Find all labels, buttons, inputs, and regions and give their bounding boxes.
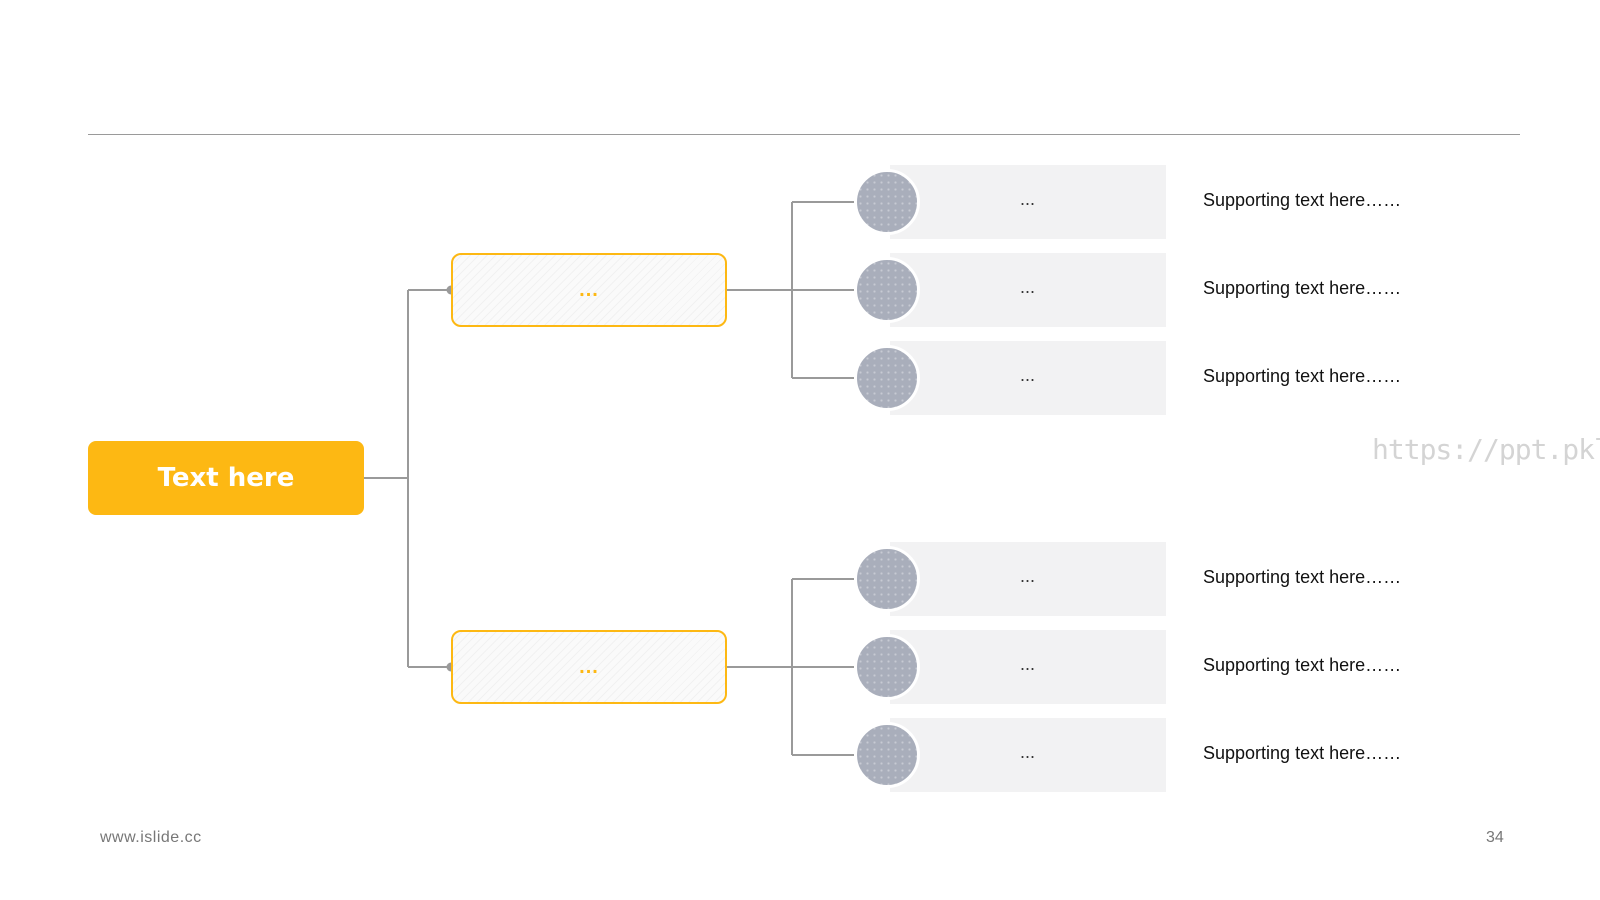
leaf-circle-3: [854, 345, 920, 411]
leaf-node-label: ...: [1020, 654, 1036, 674]
supporting-text: Supporting text here……: [1203, 655, 1402, 675]
leaf-node-5: ...: [890, 630, 1166, 704]
leaf-node-6: ...: [890, 718, 1166, 792]
leaf-node-label: ...: [1020, 365, 1036, 385]
supporting-text: Supporting text here……: [1203, 190, 1402, 210]
branch-node-1: ...: [451, 253, 727, 327]
branch-node-label: ...: [579, 278, 599, 301]
leaf-circle-2: [854, 257, 920, 323]
leaf-node-3: ...: [890, 341, 1166, 415]
leaf-circle-1: [854, 169, 920, 235]
header-divider: [88, 134, 1520, 135]
leaf-circle-4: [854, 546, 920, 612]
leaf-node-label: ...: [1020, 742, 1036, 762]
footer-website: www.islide.cc: [100, 829, 202, 846]
leaf-node-label: ...: [1020, 277, 1036, 297]
supporting-text: Supporting text here……: [1203, 567, 1402, 587]
watermark-text: https://ppt.pkll.de: [1372, 433, 1600, 466]
leaf-node-1: ...: [890, 165, 1166, 239]
branch-node-label: ...: [579, 655, 599, 678]
root-node-label: Text here: [157, 463, 295, 493]
leaf-node-4: ...: [890, 542, 1166, 616]
leaf-node-label: ...: [1020, 566, 1036, 586]
branch-node-2: ...: [451, 630, 727, 704]
supporting-text: Supporting text here……: [1203, 278, 1402, 298]
supporting-text: Supporting text here……: [1203, 743, 1402, 763]
page-number: 34: [1486, 829, 1504, 846]
leaf-circle-6: [854, 722, 920, 788]
leaf-node-label: ...: [1020, 189, 1036, 209]
root-node: Text here: [88, 441, 364, 515]
supporting-text: Supporting text here……: [1203, 366, 1402, 386]
leaf-circle-5: [854, 634, 920, 700]
leaf-node-2: ...: [890, 253, 1166, 327]
